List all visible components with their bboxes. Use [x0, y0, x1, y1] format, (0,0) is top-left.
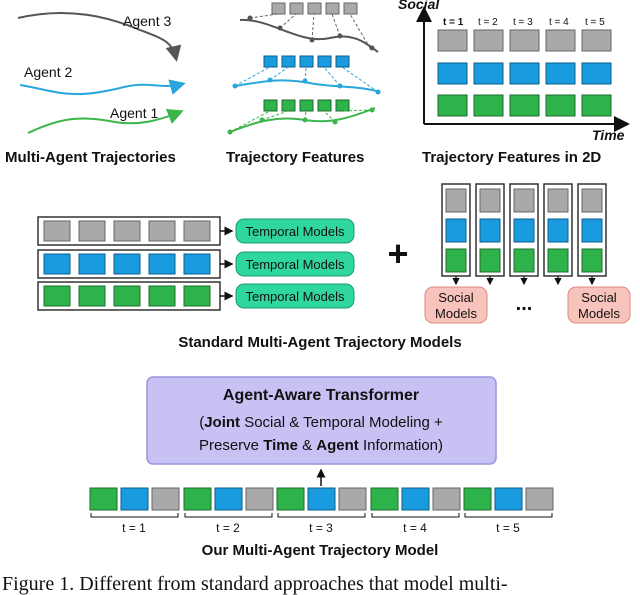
- transformer-panel: Agent-Aware Transformer (Joint Social & …: [89, 376, 554, 559]
- temporal-model-box: [235, 218, 355, 244]
- feature-row-green: [263, 99, 350, 112]
- agent3-label: Agent 3: [123, 13, 171, 29]
- transformer-line1: (Joint Social & Temporal Modeling +: [199, 414, 443, 431]
- social-model-left-line2: Models: [435, 306, 477, 321]
- plus-sign: +: [387, 233, 408, 274]
- social-model-left-line1: Social: [438, 290, 474, 305]
- grid-row-blue: [437, 62, 612, 85]
- social-column: [509, 183, 539, 277]
- time-brackets: [90, 513, 553, 518]
- social-ellipsis: ...: [516, 293, 533, 315]
- features-2d-panel: Social Time t = 1 t = 2 t = 3 t = 4 t = …: [398, 0, 630, 166]
- temporal-models-panel: Temporal Models Temporal Models Temporal…: [37, 216, 355, 311]
- temporal-model-label: Temporal Models: [246, 289, 345, 304]
- sequence-tokens: [89, 487, 554, 511]
- temporal-row-green: Temporal Models: [37, 281, 355, 311]
- seq-time-label-1: t = 1: [122, 521, 146, 535]
- temporal-model-label: Temporal Models: [246, 224, 345, 239]
- transformer-title: Agent-Aware Transformer: [223, 387, 419, 404]
- feature-row-gray: [271, 2, 358, 15]
- multi-agent-trajectories-panel: Agent 3 Agent 2 Agent 1 Multi-Agent Traj…: [5, 12, 186, 166]
- temporal-model-box: [235, 283, 355, 309]
- agent1-trajectory: [27, 109, 184, 134]
- agent3-trajectory: [17, 12, 182, 62]
- caption-standard-models: Standard Multi-Agent Trajectory Models: [178, 334, 461, 351]
- temporal-row-blue: Temporal Models: [37, 249, 355, 279]
- agent2-label: Agent 2: [24, 64, 72, 80]
- tick-t5: t = 5: [585, 17, 605, 28]
- tick-t3: t = 3: [513, 17, 533, 28]
- social-column: [441, 183, 471, 277]
- agent1-label: Agent 1: [110, 105, 158, 121]
- social-column: [577, 183, 607, 277]
- time-ticks: t = 1 t = 2 t = 3 t = 4 t = 5: [443, 17, 605, 28]
- tick-t1: t = 1: [443, 17, 464, 28]
- social-model-right-line2: Models: [578, 306, 620, 321]
- trajectory-features-panel: Trajectory Features: [226, 2, 381, 166]
- social-column: [475, 183, 505, 277]
- caption-our-model: Our Multi-Agent Trajectory Model: [202, 542, 439, 559]
- seq-time-label-2: t = 2: [216, 521, 240, 535]
- seq-time-label-3: t = 3: [309, 521, 333, 535]
- transformer-box: [146, 376, 497, 465]
- tick-t2: t = 2: [478, 17, 498, 28]
- temporal-model-label: Temporal Models: [246, 257, 345, 272]
- grid-row-gray: [437, 29, 612, 52]
- social-models-panel: Social Models ... Social Models: [424, 183, 631, 324]
- temporal-row-gray: Temporal Models: [37, 216, 355, 246]
- transformer-line2: Preserve Time & Agent Information): [199, 437, 443, 454]
- tick-t4: t = 4: [549, 17, 569, 28]
- feature-row-blue: [263, 55, 350, 68]
- seq-time-label-5: t = 5: [496, 521, 520, 535]
- temporal-model-box: [235, 251, 355, 277]
- axis-time-label: Time: [592, 127, 625, 143]
- social-model-right-line1: Social: [581, 290, 617, 305]
- social-model-box-left: [424, 286, 488, 324]
- caption-features-2d: Trajectory Features in 2D: [422, 149, 601, 166]
- caption-trajectory-features: Trajectory Features: [226, 149, 364, 166]
- social-column: [543, 183, 573, 277]
- social-model-box-right: [567, 286, 631, 324]
- seq-time-label-4: t = 4: [403, 521, 427, 535]
- grid-row-green: [437, 94, 612, 117]
- figure-caption: Figure 1. Different from standard approa…: [2, 573, 508, 595]
- caption-multi-agent-trajectories: Multi-Agent Trajectories: [5, 149, 176, 166]
- agent2-trajectory: [19, 79, 186, 96]
- axis-social-label: Social: [398, 0, 440, 12]
